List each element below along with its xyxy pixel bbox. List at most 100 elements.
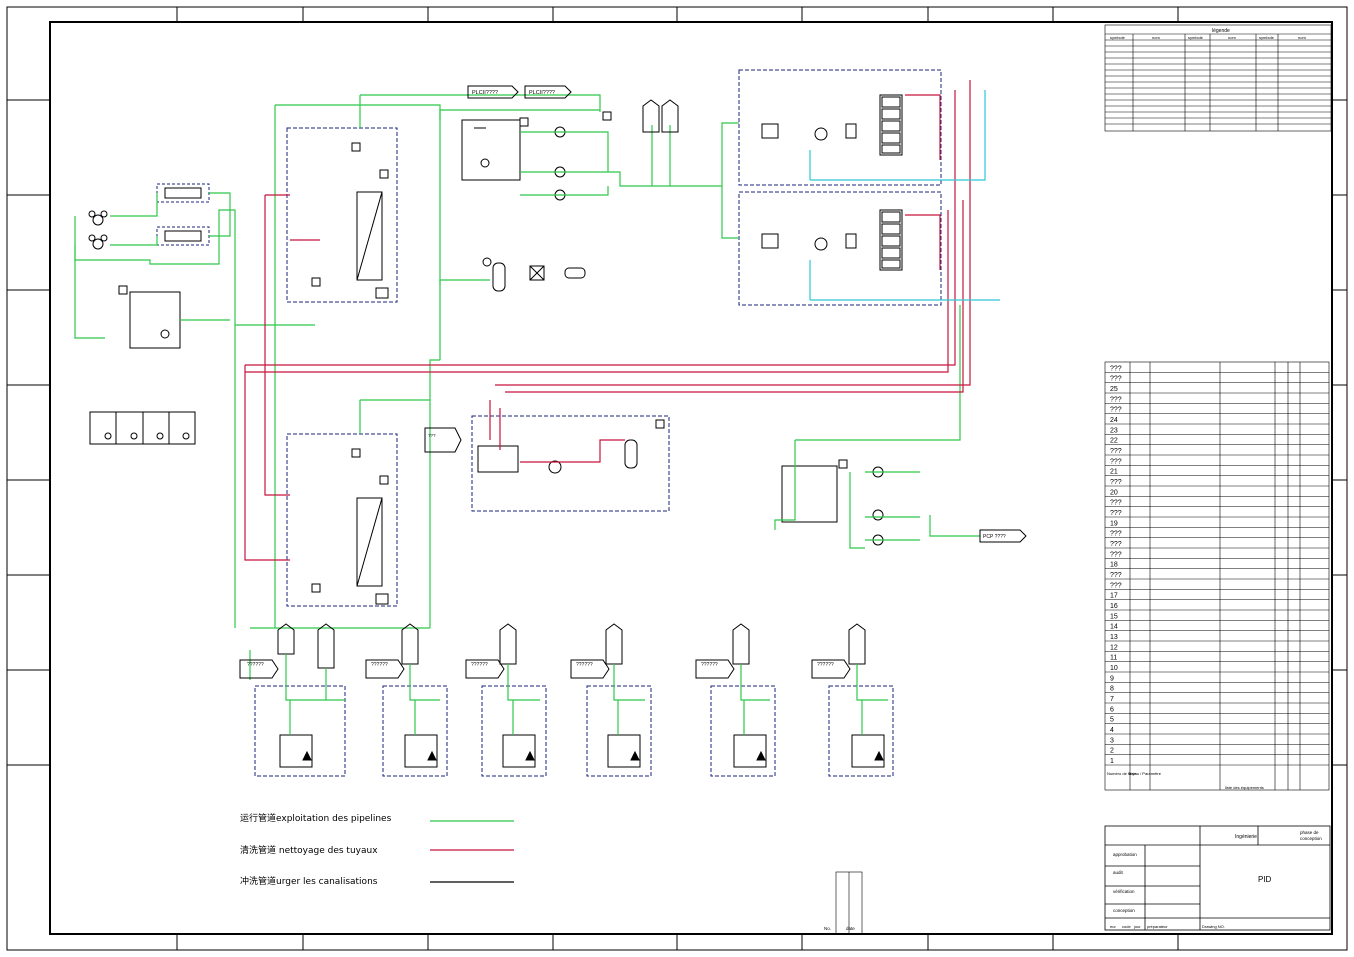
plc-tags bbox=[467, 85, 1027, 543]
cleaning-pipelines bbox=[244, 80, 971, 561]
dosing-label-1: ?????? bbox=[247, 662, 264, 668]
legend-header-6: nom bbox=[1298, 35, 1306, 40]
parts-row-number: 2 bbox=[1110, 748, 1114, 755]
parts-row-number: 16 bbox=[1110, 603, 1118, 610]
parts-row-number: 13 bbox=[1110, 634, 1118, 641]
title-block bbox=[1104, 825, 1331, 931]
dosing-label-2: ?????? bbox=[371, 662, 388, 668]
title-row-audit: audit bbox=[1113, 870, 1124, 875]
parts-list-grid bbox=[1104, 361, 1330, 791]
parts-row-number: 18 bbox=[1110, 562, 1118, 569]
parts-row-number: ??? bbox=[1110, 407, 1122, 414]
parts-row-number: 1 bbox=[1110, 758, 1114, 765]
parts-row-number: ??? bbox=[1110, 365, 1122, 372]
sign-date: date bbox=[846, 926, 855, 931]
parts-row-number: ??? bbox=[1110, 458, 1122, 465]
plc-tag-2-text: PLCII???? bbox=[529, 90, 555, 96]
title-header-left: Ingénierie bbox=[1235, 834, 1257, 840]
parts-row-number: ??? bbox=[1110, 541, 1122, 548]
parts-row-number: 5 bbox=[1110, 717, 1114, 724]
legend-header-1: symbole bbox=[1110, 35, 1126, 40]
legend-header-5: symbole bbox=[1259, 35, 1275, 40]
parts-row-number: 21 bbox=[1110, 469, 1118, 476]
title-header-right-1: phase de bbox=[1300, 830, 1319, 835]
legend-header-4: nom bbox=[1228, 35, 1236, 40]
title-bottom-1: eur bbox=[1110, 924, 1116, 929]
parts-row-number: 4 bbox=[1110, 727, 1114, 734]
legend-operation-label: 运行管道exploitation des pipelines bbox=[240, 812, 392, 824]
parts-row-number: ??? bbox=[1110, 376, 1122, 383]
parts-row-number: 22 bbox=[1110, 438, 1118, 445]
parts-row-number: 19 bbox=[1110, 520, 1118, 527]
dosing-tanks-bottom bbox=[279, 734, 885, 768]
drawing-frame bbox=[6, 6, 1348, 951]
parts-row-number: 24 bbox=[1110, 417, 1118, 424]
ro-unit-bottom bbox=[738, 191, 942, 306]
symbol-legend-table bbox=[1104, 24, 1332, 132]
parts-row-number: ??? bbox=[1110, 510, 1122, 517]
drawing-title: PID bbox=[1258, 875, 1272, 884]
parts-row-number: 10 bbox=[1110, 665, 1118, 672]
feed-pump-1 bbox=[92, 214, 104, 226]
parts-footer-left: Numéro de série bbox=[1107, 771, 1137, 776]
dosing-signs bbox=[239, 99, 866, 679]
ro-unit-top bbox=[738, 69, 942, 186]
intermediate-tank bbox=[461, 111, 612, 201]
parts-row-number: 14 bbox=[1110, 624, 1118, 631]
parts-list-rows: ??????25??????242322??????21???20??????1… bbox=[1105, 365, 1329, 766]
parts-row-number: 23 bbox=[1110, 427, 1118, 434]
parts-footer-mid: Tuyau / Paramètre bbox=[1128, 771, 1162, 776]
product-tank bbox=[781, 459, 884, 546]
feed-pump-2 bbox=[92, 238, 104, 250]
legend-cleaning-label: 清洗管道 nettoyage des tuyaux bbox=[240, 844, 378, 856]
plc-tag-1-text: PLCII???? bbox=[472, 90, 498, 96]
line-legend: 运行管道exploitation des pipelines 清洗管道 nett… bbox=[240, 812, 514, 887]
title-bottom-2: code bbox=[1122, 924, 1131, 929]
dosing-label-4: ?????? bbox=[576, 662, 593, 668]
sign-no: No. bbox=[824, 926, 831, 931]
title-row-conception: conception bbox=[1113, 908, 1135, 913]
raw-water-tank bbox=[129, 291, 181, 349]
dosing-label-5: ?????? bbox=[701, 662, 718, 668]
cip-unit bbox=[471, 415, 670, 512]
title-bottom-5: Drawing NO. bbox=[1202, 924, 1225, 929]
membrane-unit-bottom bbox=[286, 433, 398, 607]
product-tag-text: PCP ???? bbox=[983, 534, 1006, 540]
parts-row-number: ??? bbox=[1110, 448, 1122, 455]
acid-sign-text: ??? bbox=[428, 433, 436, 438]
parts-row-number: ??? bbox=[1110, 396, 1122, 403]
legend-table-title: légende bbox=[1212, 28, 1230, 34]
parts-row-number: 20 bbox=[1110, 489, 1118, 496]
feed-section bbox=[88, 183, 210, 445]
parts-row-number: 6 bbox=[1110, 706, 1114, 713]
parts-row-number: 8 bbox=[1110, 686, 1114, 693]
membrane-unit-top bbox=[286, 127, 398, 303]
dosing-units bbox=[254, 685, 894, 777]
sign-block bbox=[835, 871, 863, 935]
title-row-verification: vérification bbox=[1113, 889, 1135, 894]
parts-row-number: 15 bbox=[1110, 613, 1118, 620]
operation-pipelines bbox=[74, 94, 980, 680]
parts-row-number: 25 bbox=[1110, 386, 1118, 393]
legend-flush-label: 冲洗管道urger les canalisations bbox=[240, 875, 378, 887]
title-row-approbation: approbation bbox=[1113, 852, 1137, 857]
parts-footer-right: liste des équipements bbox=[1225, 785, 1264, 790]
flush-pipelines-cyan bbox=[809, 90, 1000, 301]
parts-row-number: ??? bbox=[1110, 551, 1122, 558]
dosing-label-3: ?????? bbox=[471, 662, 488, 668]
parts-row-number: 9 bbox=[1110, 675, 1114, 682]
air-system bbox=[482, 257, 586, 292]
parts-row-number: 11 bbox=[1110, 655, 1117, 662]
parts-row-number: 12 bbox=[1110, 644, 1118, 651]
parts-row-number: ??? bbox=[1110, 572, 1122, 579]
parts-row-number: 17 bbox=[1110, 593, 1118, 600]
parts-row-number: 3 bbox=[1110, 737, 1114, 744]
legend-header-3: symbole bbox=[1188, 35, 1204, 40]
title-bottom-4: préparateur bbox=[1147, 924, 1168, 929]
dosing-label-6: ?????? bbox=[817, 662, 834, 668]
parts-row-number: 7 bbox=[1110, 696, 1114, 703]
parts-row-number: ??? bbox=[1110, 500, 1122, 507]
parts-row-number: ??? bbox=[1110, 531, 1122, 538]
title-bottom-3: jour bbox=[1133, 924, 1141, 929]
